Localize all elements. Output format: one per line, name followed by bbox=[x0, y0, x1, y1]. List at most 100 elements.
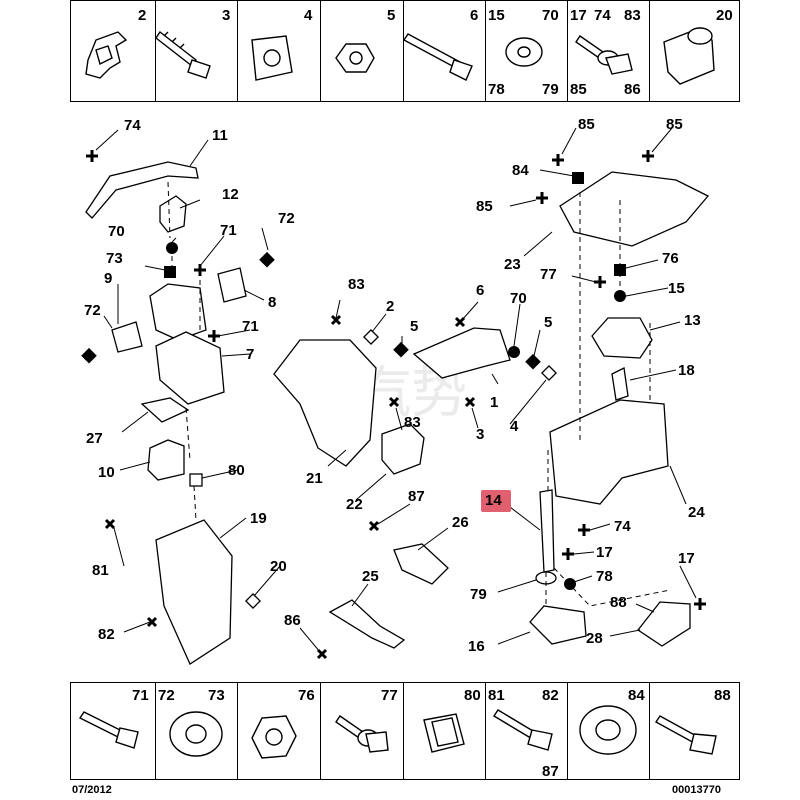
part-25-rod bbox=[328, 599, 406, 649]
part-28-base bbox=[637, 601, 691, 647]
marker-square bbox=[572, 172, 584, 184]
part-number-label: 85 bbox=[570, 81, 587, 98]
marker-cross bbox=[388, 396, 400, 408]
callout-c82: 82 bbox=[98, 626, 115, 643]
callout-c11: 11 bbox=[212, 127, 228, 144]
callout-c1: 1 bbox=[490, 394, 499, 411]
callout-c80: 80 bbox=[228, 462, 245, 479]
callout-c28: 28 bbox=[586, 630, 603, 647]
callout-c78: 78 bbox=[596, 568, 613, 585]
part-number-label: 4 bbox=[304, 7, 313, 24]
callout-c9: 9 bbox=[104, 270, 113, 287]
callout-c74b: 74 bbox=[614, 518, 631, 535]
callout-c87: 87 bbox=[408, 488, 425, 505]
callout-c21: 21 bbox=[306, 470, 323, 487]
callout-c24: 24 bbox=[688, 504, 705, 521]
part-number-label: 82 bbox=[542, 687, 559, 704]
callout-c7: 7 bbox=[246, 346, 255, 363]
callout-c71b: 71 bbox=[242, 318, 259, 335]
part-number-label: 71 bbox=[132, 687, 149, 704]
part-number-label: 81 bbox=[488, 687, 505, 704]
part-16-base bbox=[529, 605, 587, 645]
marker-cross bbox=[330, 314, 342, 326]
part-number-label: 86 bbox=[624, 81, 641, 98]
bottom-cell-3: 76 bbox=[237, 683, 320, 779]
marker-cross bbox=[146, 616, 158, 628]
bottom-cell-4: 77 bbox=[320, 683, 403, 779]
callout-c18: 18 bbox=[678, 362, 695, 379]
marker-cross bbox=[464, 396, 476, 408]
callout-c85b: 85 bbox=[666, 116, 683, 133]
marker-open-diamond bbox=[363, 329, 379, 345]
callout-c70b: 70 bbox=[510, 290, 527, 307]
part-number-label: 76 bbox=[298, 687, 315, 704]
marker-plus bbox=[536, 192, 548, 204]
callout-c15: 15 bbox=[668, 280, 685, 297]
callout-c79: 79 bbox=[470, 586, 487, 603]
part-number-label: 84 bbox=[628, 687, 645, 704]
callout-c72a: 72 bbox=[278, 210, 295, 227]
callout-c85c: 85 bbox=[476, 198, 493, 215]
part-number-label: 5 bbox=[387, 7, 396, 24]
marker-square bbox=[614, 264, 626, 276]
callout-c83a: 83 bbox=[348, 276, 365, 293]
bottom-cell-1: 71 bbox=[72, 683, 155, 779]
callout-c3: 3 bbox=[476, 426, 485, 443]
callout-c23: 23 bbox=[504, 256, 521, 273]
callout-c6: 6 bbox=[476, 282, 485, 299]
part-10-mount bbox=[147, 439, 185, 481]
part-number-label: 87 bbox=[542, 763, 559, 780]
bottom-cell-5: 80 bbox=[403, 683, 486, 779]
marker-plus bbox=[642, 150, 654, 162]
part-number-label: 2 bbox=[138, 7, 147, 24]
footer-code: 00013770 bbox=[672, 784, 721, 796]
callout-c22: 22 bbox=[346, 496, 363, 513]
callout-c25: 25 bbox=[362, 568, 379, 585]
marker-open-diamond bbox=[541, 365, 557, 381]
marker-open-square bbox=[189, 473, 203, 487]
callout-c71a: 71 bbox=[220, 222, 237, 239]
marker-circle bbox=[166, 242, 178, 254]
callout-c10: 10 bbox=[98, 464, 115, 481]
highlight-label-14: 14 bbox=[481, 490, 511, 512]
part-26-link bbox=[393, 543, 449, 585]
callout-c83b: 83 bbox=[404, 414, 421, 431]
part-number-label: 79 bbox=[542, 81, 559, 98]
footer-date: 07/2012 bbox=[72, 784, 112, 796]
callout-c73: 73 bbox=[106, 250, 123, 267]
marker-plus bbox=[562, 548, 574, 560]
part-number-label: 83 bbox=[624, 7, 641, 24]
part-number-label: 70 bbox=[542, 7, 559, 24]
marker-diamond bbox=[393, 341, 409, 358]
bottom-parts-strip bbox=[70, 682, 740, 780]
callout-c84: 84 bbox=[512, 162, 529, 179]
marker-diamond bbox=[525, 353, 541, 370]
callout-c4: 4 bbox=[510, 418, 519, 435]
callout-c17b: 17 bbox=[678, 550, 695, 567]
part-22-bush bbox=[381, 423, 425, 475]
part-72-pad bbox=[111, 321, 143, 353]
marker-open-diamond bbox=[245, 593, 261, 609]
part-number-label: 6 bbox=[470, 7, 479, 24]
part-13-mount bbox=[591, 317, 653, 359]
part-23-plate bbox=[559, 171, 710, 247]
part-24-bracket bbox=[549, 399, 669, 505]
callout-c8: 8 bbox=[268, 294, 277, 311]
marker-square bbox=[164, 266, 176, 278]
top-parts-strip bbox=[70, 0, 740, 102]
part-7-support bbox=[155, 331, 225, 405]
part-11-strap bbox=[85, 161, 199, 219]
marker-circle bbox=[614, 290, 626, 302]
marker-circle bbox=[564, 578, 576, 590]
callout-c26: 26 bbox=[452, 514, 469, 531]
marker-diamond bbox=[259, 251, 275, 268]
top-cell-8: 20 bbox=[649, 1, 738, 101]
part-number-label: 72 bbox=[158, 687, 175, 704]
callout-c74a: 74 bbox=[124, 117, 141, 134]
part-14-stud bbox=[539, 489, 555, 573]
callout-c81: 81 bbox=[92, 562, 109, 579]
